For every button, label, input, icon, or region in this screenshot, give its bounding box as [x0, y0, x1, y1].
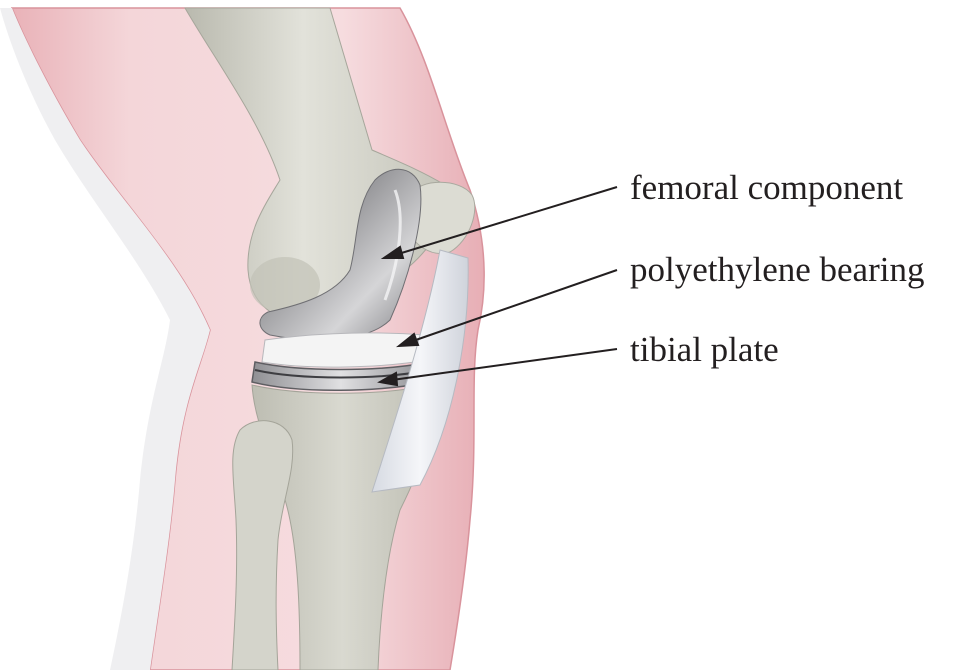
polyethylene-bearing-label: polyethylene bearing — [630, 252, 924, 287]
femoral-component-label: femoral component — [630, 170, 903, 205]
polyethylene-bearing — [262, 333, 428, 367]
tibial-plate-label: tibial plate — [630, 332, 779, 367]
